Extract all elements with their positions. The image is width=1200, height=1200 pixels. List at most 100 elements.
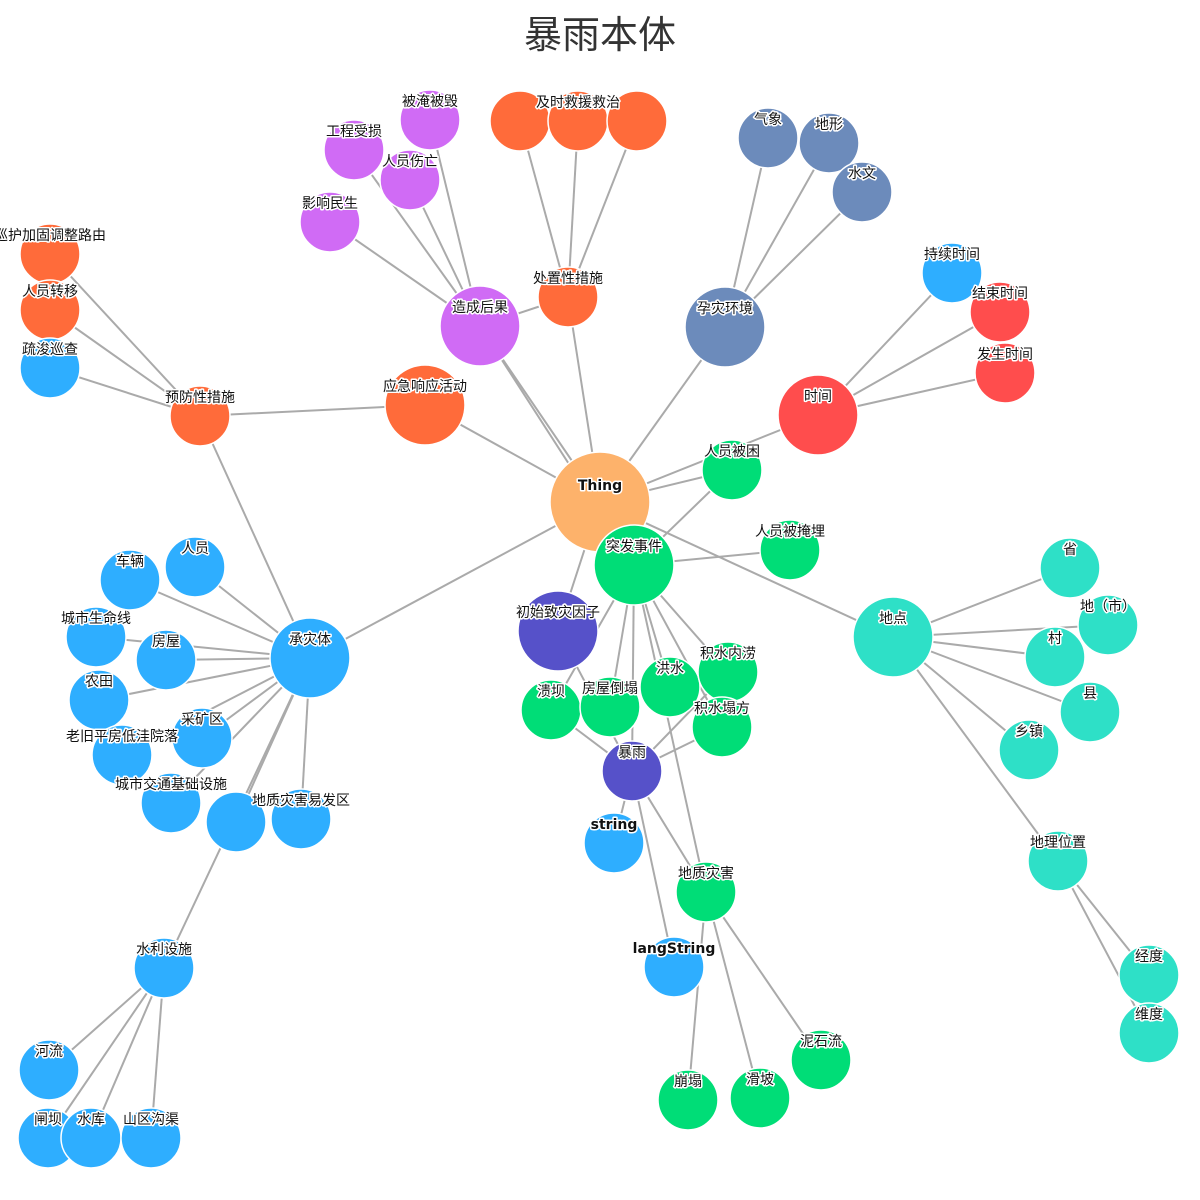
- graph-node[interactable]: [657, 1069, 719, 1131]
- graph-node[interactable]: [921, 242, 983, 304]
- graph-node[interactable]: [164, 536, 226, 598]
- graph-node[interactable]: [140, 772, 202, 834]
- node-circle[interactable]: [643, 936, 705, 998]
- node-circle[interactable]: [384, 364, 466, 446]
- graph-node[interactable]: [777, 374, 859, 456]
- node-circle[interactable]: [790, 1029, 852, 1091]
- graph-node[interactable]: [270, 788, 332, 850]
- graph-node[interactable]: [579, 676, 641, 738]
- node-circle[interactable]: [579, 676, 641, 738]
- node-circle[interactable]: [133, 937, 195, 999]
- node-circle[interactable]: [171, 707, 233, 769]
- node-circle[interactable]: [18, 1039, 80, 1101]
- node-circle[interactable]: [998, 719, 1060, 781]
- graph-node[interactable]: [537, 266, 599, 328]
- graph-node[interactable]: [384, 364, 466, 446]
- node-circle[interactable]: [270, 788, 332, 850]
- graph-node[interactable]: [517, 590, 599, 672]
- node-circle[interactable]: [91, 724, 153, 786]
- graph-node[interactable]: [133, 937, 195, 999]
- node-circle[interactable]: [169, 385, 231, 447]
- graph-node[interactable]: [65, 606, 127, 668]
- node-circle[interactable]: [974, 342, 1036, 404]
- node-circle[interactable]: [639, 656, 701, 718]
- graph-node[interactable]: [169, 385, 231, 447]
- node-circle[interactable]: [777, 374, 859, 456]
- node-circle[interactable]: [1077, 594, 1139, 656]
- graph-node[interactable]: [120, 1107, 182, 1169]
- node-circle[interactable]: [583, 812, 645, 874]
- graph-node[interactable]: [969, 281, 1031, 343]
- graph-node[interactable]: [1024, 626, 1086, 688]
- graph-node[interactable]: [135, 629, 197, 691]
- node-circle[interactable]: [701, 439, 763, 501]
- graph-node[interactable]: [691, 696, 753, 758]
- node-circle[interactable]: [164, 536, 226, 598]
- graph-node[interactable]: [684, 286, 766, 368]
- node-circle[interactable]: [969, 281, 1031, 343]
- node-circle[interactable]: [1039, 537, 1101, 599]
- graph-node[interactable]: [99, 549, 161, 611]
- graph-node[interactable]: [759, 519, 821, 581]
- node-circle[interactable]: [269, 617, 351, 699]
- graph-node[interactable]: [583, 812, 645, 874]
- graph-node[interactable]: [737, 107, 799, 169]
- graph-node[interactable]: [798, 112, 860, 174]
- node-circle[interactable]: [737, 107, 799, 169]
- graph-node[interactable]: [439, 285, 521, 367]
- node-circle[interactable]: [798, 112, 860, 174]
- graph-node[interactable]: [852, 596, 934, 678]
- node-circle[interactable]: [606, 90, 668, 152]
- node-circle[interactable]: [657, 1069, 719, 1131]
- graph-node[interactable]: [399, 89, 461, 151]
- node-circle[interactable]: [323, 119, 385, 181]
- node-circle[interactable]: [99, 549, 161, 611]
- graph-node[interactable]: [701, 439, 763, 501]
- graph-node[interactable]: [639, 656, 701, 718]
- graph-node[interactable]: [19, 337, 81, 399]
- node-circle[interactable]: [1024, 626, 1086, 688]
- graph-node[interactable]: [606, 90, 668, 152]
- node-circle[interactable]: [921, 242, 983, 304]
- graph-node[interactable]: [790, 1029, 852, 1091]
- graph-node[interactable]: [831, 161, 893, 223]
- graph-node[interactable]: [1059, 681, 1121, 743]
- node-circle[interactable]: [831, 161, 893, 223]
- graph-node[interactable]: [1039, 537, 1101, 599]
- node-circle[interactable]: [537, 266, 599, 328]
- graph-node[interactable]: [1027, 830, 1089, 892]
- graph-node[interactable]: [299, 191, 361, 253]
- graph-node[interactable]: [269, 617, 351, 699]
- node-circle[interactable]: [299, 191, 361, 253]
- graph-node[interactable]: [323, 119, 385, 181]
- node-circle[interactable]: [205, 791, 267, 853]
- node-circle[interactable]: [593, 524, 675, 606]
- node-circle[interactable]: [65, 606, 127, 668]
- node-circle[interactable]: [601, 740, 663, 802]
- node-circle[interactable]: [684, 286, 766, 368]
- graph-node[interactable]: [18, 1039, 80, 1101]
- node-circle[interactable]: [68, 669, 130, 731]
- graph-node[interactable]: [379, 149, 441, 211]
- graph-node[interactable]: [205, 791, 267, 853]
- graph-node[interactable]: [974, 342, 1036, 404]
- graph-node[interactable]: [68, 669, 130, 731]
- node-circle[interactable]: [439, 285, 521, 367]
- graph-node[interactable]: [601, 740, 663, 802]
- node-circle[interactable]: [1118, 1002, 1180, 1064]
- node-circle[interactable]: [120, 1107, 182, 1169]
- node-circle[interactable]: [675, 861, 737, 923]
- node-circle[interactable]: [19, 337, 81, 399]
- graph-node[interactable]: [998, 719, 1060, 781]
- node-circle[interactable]: [379, 149, 441, 211]
- node-circle[interactable]: [691, 696, 753, 758]
- graph-node[interactable]: [91, 724, 153, 786]
- graph-node[interactable]: [171, 707, 233, 769]
- graph-node[interactable]: [1118, 1002, 1180, 1064]
- node-circle[interactable]: [729, 1067, 791, 1129]
- graph-node[interactable]: [593, 524, 675, 606]
- node-circle[interactable]: [135, 629, 197, 691]
- graph-node[interactable]: [729, 1067, 791, 1129]
- node-circle[interactable]: [1027, 830, 1089, 892]
- node-circle[interactable]: [852, 596, 934, 678]
